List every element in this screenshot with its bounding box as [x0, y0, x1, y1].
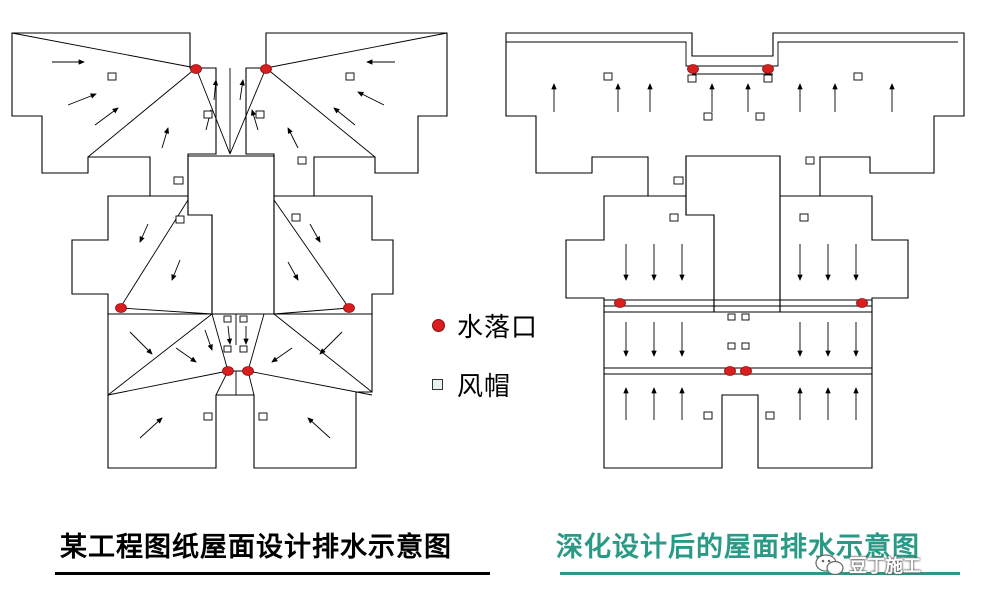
vent-icon — [255, 110, 265, 119]
vent-icon — [669, 213, 679, 222]
vent-icon — [763, 74, 773, 83]
vent-icon — [239, 345, 248, 353]
top-gutter-line — [506, 41, 958, 67]
optimized-roof-plan — [505, 32, 965, 469]
wechat-logo-icon — [815, 554, 844, 576]
right-drains — [614, 64, 868, 376]
vent-icon — [755, 112, 765, 121]
vent-icon — [345, 72, 355, 81]
left-flow-arrows — [52, 59, 395, 439]
vent-icon — [258, 412, 268, 421]
drain-icon — [115, 303, 127, 313]
vent-icon — [687, 74, 697, 83]
right-top-wing-outline — [245, 32, 448, 197]
drain-icon — [762, 64, 774, 74]
right-flow-arrows — [551, 83, 895, 420]
original-roof-plan — [11, 32, 448, 469]
vent-icon — [727, 342, 736, 350]
vent-icon — [741, 313, 750, 321]
caption-original-design: 某工程图纸屋面设计排水示意图 — [60, 532, 452, 563]
vent-icon — [603, 72, 613, 81]
right-plan-top-outline — [505, 32, 965, 197]
legend-drain-label: 水落口 — [457, 313, 539, 343]
small-square-icon — [432, 379, 443, 390]
vent-icon — [703, 112, 713, 121]
vent-icon — [223, 345, 232, 353]
drain-icon — [724, 366, 736, 376]
central-core-outline — [187, 155, 275, 315]
legend-drain: 水落口 — [432, 307, 538, 344]
right-lower-outline — [603, 311, 873, 469]
vent-icon — [799, 213, 809, 222]
lower-section-outline — [107, 313, 373, 469]
drain-icon — [856, 298, 868, 308]
vent-icon — [853, 72, 863, 81]
vent-icon — [727, 313, 736, 321]
right-middle-right-outline — [779, 195, 909, 313]
drain-icon — [614, 298, 626, 308]
legend-vent-label: 风帽 — [457, 372, 512, 402]
legend-vent: 风帽 — [432, 366, 511, 403]
vent-icon — [297, 156, 307, 165]
left-vents — [107, 72, 355, 421]
caption-optimized-design: 深化设计后的屋面排水示意图 — [556, 532, 920, 563]
drain-icon — [343, 303, 355, 313]
vent-icon — [291, 213, 301, 222]
middle-section-outline — [71, 195, 213, 315]
left-top-wing-outline — [11, 32, 217, 197]
vent-icon — [703, 411, 713, 420]
vent-icon — [175, 215, 185, 224]
right-vents — [603, 72, 863, 420]
watermark-text: 豆丁施工 — [849, 556, 921, 577]
red-dot-icon — [432, 319, 445, 332]
vent-icon — [765, 411, 775, 420]
vent-icon — [805, 156, 815, 165]
watermark: 豆丁施工 — [815, 552, 921, 578]
drain-icon — [242, 366, 254, 376]
vent-icon — [203, 412, 213, 421]
vent-icon — [741, 342, 750, 350]
vent-icon — [107, 72, 117, 81]
caption-right-underline — [560, 572, 960, 575]
drain-icon — [190, 64, 202, 74]
vent-icon — [239, 315, 248, 323]
drain-icon — [687, 64, 699, 74]
right-middle-outline — [565, 195, 715, 313]
vent-icon — [173, 176, 184, 185]
vent-icon — [673, 176, 684, 185]
left-drains — [115, 64, 355, 376]
right-central-core-outline — [685, 155, 781, 313]
vent-icon — [203, 110, 213, 119]
drain-icon — [222, 366, 234, 376]
drain-icon — [740, 366, 752, 376]
caption-left-underline — [55, 572, 490, 575]
drain-icon — [260, 64, 272, 74]
vent-icon — [223, 315, 232, 323]
